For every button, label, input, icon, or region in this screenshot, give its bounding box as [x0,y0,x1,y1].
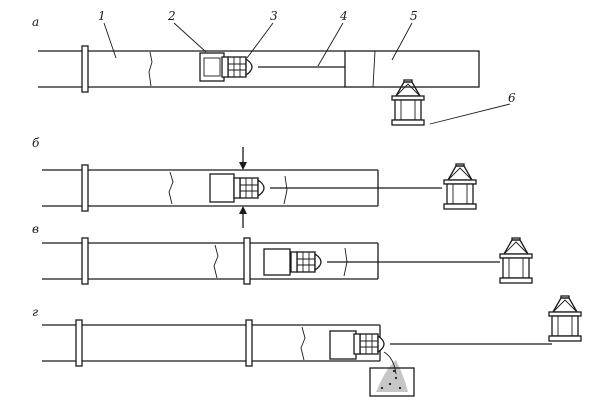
row-a [38,45,480,126]
row-label-v: в [32,222,39,236]
row-v [42,237,533,285]
part-label-3: 3 [270,9,278,23]
part-label-4: 4 [340,9,348,23]
part-label-5: 5 [410,9,418,23]
part-label-2: 2 [168,9,176,23]
row-b [42,147,477,228]
row-label-a: а [32,15,40,29]
part-label-6: 6 [508,91,516,105]
row-label-g: г [32,305,39,319]
row-label-b: б [32,136,40,150]
part-label-1: 1 [98,9,106,23]
row-g [42,295,582,397]
